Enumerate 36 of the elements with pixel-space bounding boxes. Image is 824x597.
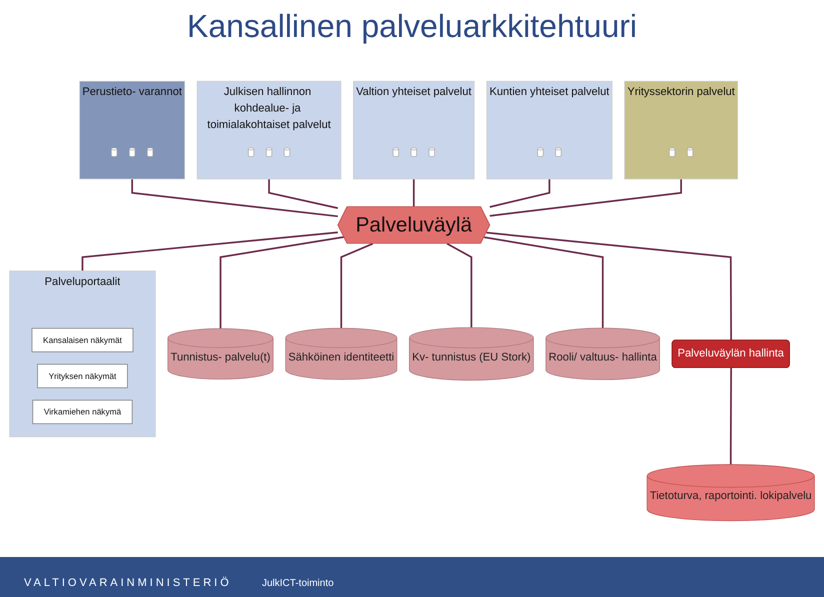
node-cylinder bbox=[111, 148, 118, 157]
connector bbox=[486, 232, 732, 340]
connector bbox=[412, 179, 415, 207]
cluster: Valtion yhteiset palvelut bbox=[353, 80, 475, 180]
cluster: Yrityssektorin palvelut bbox=[624, 80, 738, 180]
node-cylinder bbox=[537, 148, 544, 157]
footer-text: JulkICT-toiminto bbox=[262, 578, 334, 589]
connector bbox=[268, 179, 338, 209]
node-box: Virkamiehen näkymä bbox=[32, 400, 133, 424]
cluster: Perustieto- varannot bbox=[79, 80, 186, 180]
title: Kansallinen palveluarkkitehtuuri bbox=[186, 8, 638, 45]
connector bbox=[490, 179, 682, 217]
connector bbox=[220, 236, 344, 329]
node-cylinder bbox=[248, 148, 254, 157]
node-box: Kansalaisen näkymät bbox=[32, 328, 134, 352]
node-cylinder bbox=[410, 148, 417, 157]
connector bbox=[131, 179, 338, 218]
connector bbox=[484, 236, 604, 328]
connector bbox=[446, 242, 472, 328]
node-cylinder bbox=[147, 148, 154, 157]
node-cylinder bbox=[686, 148, 694, 157]
cluster: Julkisen hallinnon kohdealue- ja toimialakohtaiset palvelut bbox=[196, 80, 342, 180]
node-cylinder bbox=[284, 148, 290, 157]
connector bbox=[490, 179, 550, 208]
node-cylinder bbox=[392, 148, 399, 157]
connector bbox=[340, 242, 374, 328]
node-cylinder bbox=[555, 148, 562, 157]
footer-text: VALTIOVARAINMINISTERIÖ bbox=[24, 577, 232, 589]
node-box: Yrityksen näkymät bbox=[37, 364, 128, 388]
connector bbox=[82, 232, 338, 271]
cluster: Kuntien yhteiset palvelut bbox=[486, 80, 612, 180]
node-cylinder bbox=[129, 148, 136, 157]
node-cylinder bbox=[266, 148, 272, 157]
node-cylinder bbox=[669, 148, 676, 157]
node-cylinder bbox=[428, 148, 435, 157]
connector bbox=[730, 368, 732, 464]
